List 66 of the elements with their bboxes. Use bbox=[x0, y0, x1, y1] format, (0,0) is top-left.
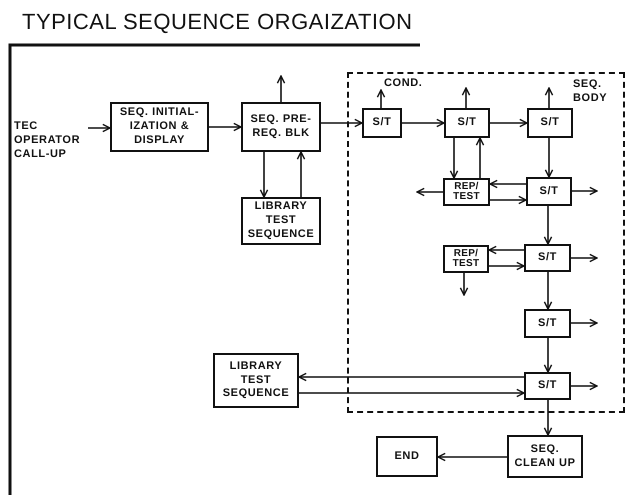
arrow bbox=[321, 118, 363, 128]
arrow bbox=[544, 272, 552, 310]
arrow bbox=[402, 118, 445, 128]
arrow bbox=[544, 400, 552, 436]
node-text: SEQ. CLEAN UP bbox=[513, 442, 577, 470]
arrow bbox=[376, 89, 386, 108]
node-text: LIBRARY TEST SEQUENCE bbox=[222, 360, 290, 402]
process-box bbox=[376, 436, 438, 477]
arrow bbox=[462, 87, 470, 108]
arrow bbox=[299, 388, 525, 398]
group-heading: SEQ. BODY bbox=[573, 78, 608, 106]
arrow bbox=[544, 206, 552, 245]
node-text: END bbox=[394, 450, 420, 464]
diagram-title: TYPICAL SEQUENCE ORGAIZATION bbox=[22, 9, 413, 35]
arrow bbox=[572, 186, 598, 196]
node-text: S/T bbox=[458, 116, 476, 130]
node-text: S/T bbox=[372, 116, 392, 130]
process-box bbox=[241, 102, 321, 152]
arrow bbox=[488, 246, 524, 254]
process-box bbox=[524, 372, 571, 400]
process-box bbox=[443, 245, 489, 273]
node-text: REP/ TEST bbox=[452, 248, 480, 270]
arrow bbox=[489, 262, 525, 270]
node-text: SEQ. PRE- REQ. BLK bbox=[249, 113, 313, 141]
process-box bbox=[444, 108, 490, 138]
process-box bbox=[110, 102, 209, 152]
arrow bbox=[437, 452, 507, 462]
arrow bbox=[209, 122, 242, 132]
arrow bbox=[571, 318, 598, 328]
arrow bbox=[450, 138, 458, 179]
arrow bbox=[544, 138, 554, 178]
arrow bbox=[544, 338, 552, 373]
arrow bbox=[571, 382, 598, 390]
arrow bbox=[544, 87, 554, 108]
process-box bbox=[527, 108, 573, 138]
arrow bbox=[490, 118, 528, 128]
condition-label: COND. bbox=[384, 76, 422, 90]
process-box bbox=[524, 244, 571, 272]
node-text: SEQ. INITIAL- IZATION & DISPLAY bbox=[118, 106, 200, 148]
process-box bbox=[507, 435, 583, 478]
node-text: TEC OPERATOR CALL-UP bbox=[14, 120, 82, 162]
arrow bbox=[276, 75, 286, 102]
arrow bbox=[296, 151, 306, 197]
node-text: S/T bbox=[540, 116, 560, 130]
node-text: REP/ TEST bbox=[452, 182, 481, 202]
process-box bbox=[524, 309, 571, 338]
arrow bbox=[460, 273, 468, 296]
process-box bbox=[362, 108, 402, 138]
node-text: S/T bbox=[538, 251, 557, 265]
arrow bbox=[260, 152, 268, 198]
process-box bbox=[443, 178, 490, 206]
arrow bbox=[416, 188, 443, 196]
arrow bbox=[88, 124, 111, 132]
node-text: S/T bbox=[538, 379, 557, 393]
arrow bbox=[476, 137, 484, 178]
node-text: S/T bbox=[538, 316, 557, 330]
arrow bbox=[489, 180, 526, 188]
process-box bbox=[241, 197, 321, 245]
sequence-body-group bbox=[347, 72, 625, 413]
process-box bbox=[213, 353, 299, 408]
node-text: S/T bbox=[540, 184, 558, 198]
node-text: LIBRARY TEST SEQUENCE bbox=[246, 200, 316, 242]
arrow bbox=[298, 372, 524, 382]
arrow bbox=[490, 196, 527, 204]
process-box bbox=[526, 177, 572, 206]
arrow bbox=[571, 254, 598, 262]
